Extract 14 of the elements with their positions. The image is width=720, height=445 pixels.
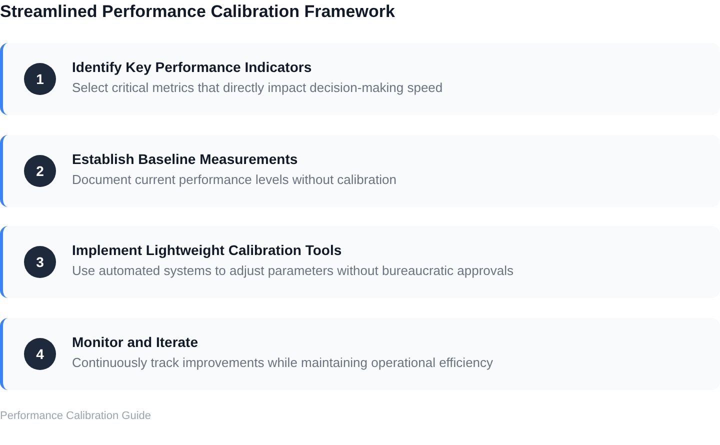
step-title: Implement Lightweight Calibration Tools — [72, 241, 342, 259]
step-card — [0, 318, 720, 390]
step-card — [0, 135, 720, 207]
step-title: Establish Baseline Measurements — [72, 150, 298, 168]
step-description: Select critical metrics that directly impact decision-making speed — [72, 79, 443, 97]
step-description: Document current performance levels without calibration — [72, 171, 396, 189]
step-title: Identify Key Performance Indicators — [72, 58, 312, 76]
step-card — [0, 43, 720, 115]
step-title: Monitor and Iterate — [72, 333, 198, 351]
step-card — [0, 226, 720, 298]
step-description: Continuously track improvements while maintaining operational efficiency — [72, 354, 494, 372]
footer-note: Performance Calibration Guide — [0, 409, 152, 423]
step-description: Use automated systems to adjust parameters without bureaucratic approvals — [72, 262, 514, 280]
diagram-title: Streamlined Performance Calibration Framework — [0, 1, 395, 23]
